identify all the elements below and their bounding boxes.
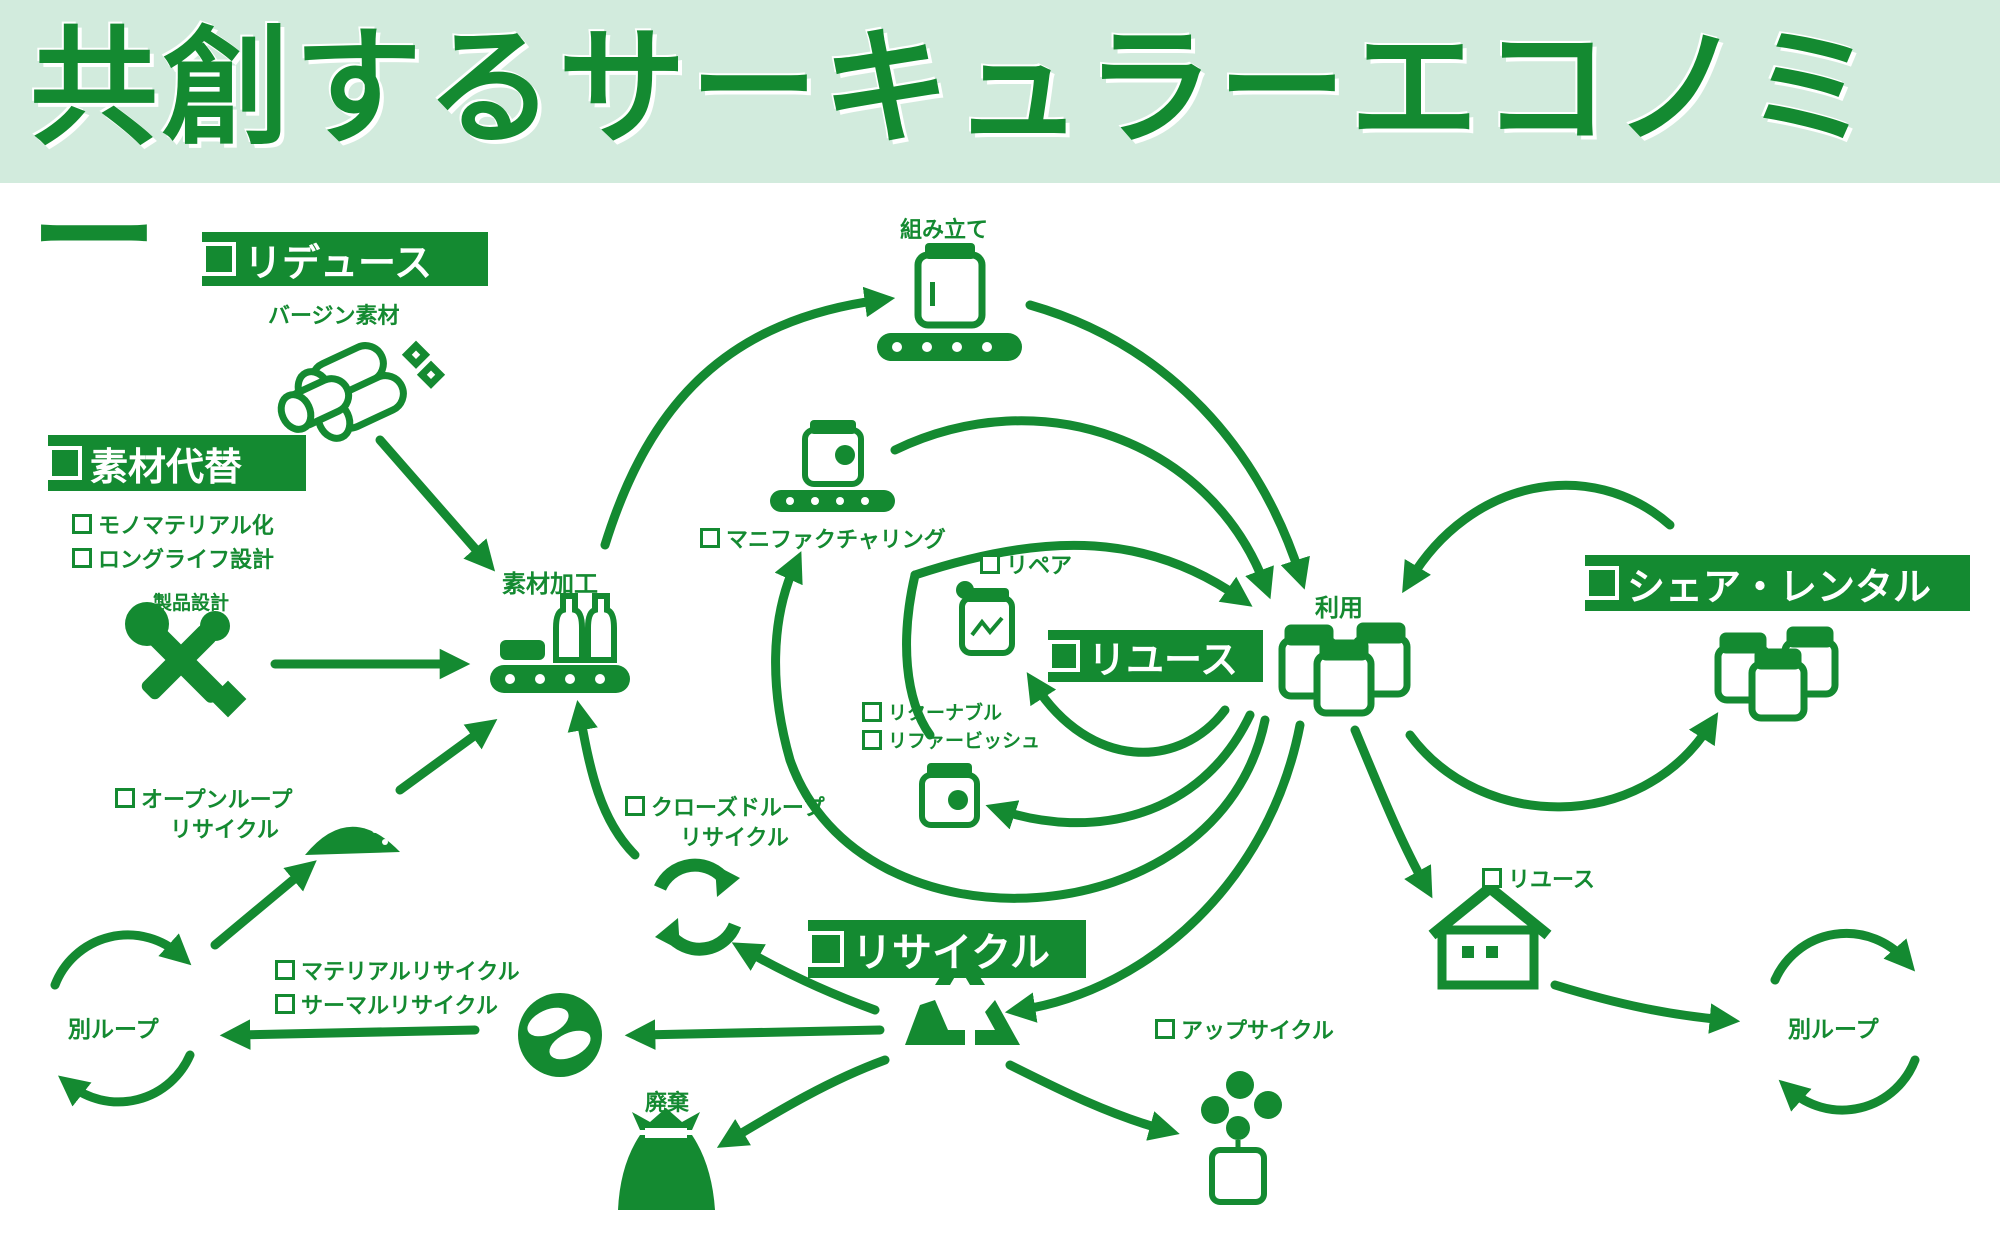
flower-vase-icon: [1201, 1071, 1282, 1205]
checkbox-icon: [1155, 1019, 1175, 1039]
label-other-loop-left: 別ループ: [68, 1017, 159, 1043]
arrow-recycle-to-material: [624, 1019, 885, 1050]
share-jars-icon: [1714, 626, 1839, 722]
title-banner: 共創するサーキュラーエコノミー: [0, 0, 2000, 313]
use-jars-icon: [1278, 622, 1411, 717]
arrow-powder-to-processing: [395, 718, 498, 795]
rolls-icon: [277, 340, 446, 442]
checkbox-icon: [700, 528, 720, 548]
arrow-use-to-share: [1405, 712, 1719, 812]
label-other-loop-right: 別ループ: [1788, 1017, 1879, 1043]
refurbish-jar-icon: [919, 763, 980, 828]
checkbox-icon: [48, 446, 82, 480]
checkbox-icon: [202, 242, 236, 276]
conveyor-bottles-icon: [490, 593, 630, 693]
arrow-recycle-to-upcycle: [1005, 1060, 1180, 1141]
arrow-use-to-remanufacture: [771, 551, 1270, 903]
tag-recycle: リサイクル: [808, 920, 1086, 978]
checkbox-icon: [1048, 640, 1080, 672]
arrow-remanufacture-to-use: [890, 416, 1274, 600]
tag-reduce: リデュース: [202, 232, 488, 286]
tag-share-rental: シェア・レンタル: [1585, 555, 1970, 611]
checkbox-icon: [1585, 566, 1619, 600]
label-mono-material: モノマテリアル化: [72, 508, 274, 540]
checkbox-icon: [862, 729, 882, 750]
label-material-recycle: マテリアルリサイクル: [275, 954, 520, 986]
label-long-life-design: ロングライフ設計: [72, 542, 274, 574]
arrow-virgin-to-processing: [375, 435, 496, 572]
arrow-recycle-to-disposal: [716, 1055, 890, 1148]
checkbox-icon: [275, 960, 295, 980]
powder-icon: [305, 826, 400, 855]
repair-jar-icon: [956, 581, 1015, 656]
recycle-rolls-icon: [518, 993, 602, 1077]
label-use: 利用: [1315, 594, 1363, 622]
label-repair: リペア: [980, 548, 1072, 580]
loop-right-upper: [1770, 928, 1916, 985]
label-open-loop-2: リサイクル: [170, 818, 279, 843]
remanufacture-jar-icon: [770, 420, 895, 512]
arrow-use-to-refurbish: [985, 710, 1255, 830]
label-open-loop-1: オープンループ: [115, 782, 292, 814]
page-title: 共創するサーキュラーエコノミー: [30, 14, 1879, 313]
arc-inner-left: [902, 570, 935, 740]
tag-material-substitution: 素材代替: [48, 435, 306, 491]
arrow-repair-to-use: [910, 540, 1253, 607]
label-product-design: 製品設計: [153, 592, 230, 614]
label-reuse-small: リユース: [1482, 862, 1595, 894]
checkbox-icon: [980, 554, 1000, 574]
label-returnable: リターナブル: [862, 698, 1002, 725]
arrow-loop-to-powder: [210, 860, 317, 950]
label-upcycle: アップサイクル: [1155, 1013, 1334, 1045]
checkbox-icon: [115, 788, 135, 808]
label-thermal-recycle: サーマルリサイクル: [275, 988, 498, 1020]
tag-reuse: リユース: [1048, 630, 1263, 682]
arrow-assembly-to-use: [1025, 300, 1310, 590]
arrow-processing-to-assembly: [600, 286, 896, 550]
arrow-use-to-house: [1350, 725, 1433, 899]
checkbox-icon: [625, 796, 645, 816]
arrow-house-to-loop: [1550, 980, 1741, 1034]
label-refurbish: リファービッシュ: [862, 726, 1040, 753]
label-disposal: 廃棄: [645, 1091, 690, 1116]
assembly-jar-icon: [877, 243, 1022, 361]
label-closed-loop-2: リサイクル: [680, 826, 789, 851]
label-assembly: 組み立て: [900, 218, 989, 243]
label-closed-loop-1: クローズドループ: [625, 790, 825, 822]
label-remanufacturing: マニファクチャリング: [700, 522, 946, 554]
label-material-processing: 素材加工: [502, 570, 598, 598]
loop-right-lower: [1778, 1055, 1920, 1115]
arrow-use-to-returnable: [1026, 672, 1230, 757]
checkbox-icon: [1482, 868, 1502, 888]
checkbox-icon: [72, 514, 92, 534]
checkbox-icon: [808, 931, 844, 967]
loop-left-lower: [58, 1050, 195, 1107]
checkbox-icon: [862, 701, 882, 722]
arrow-use-to-recycle: [1004, 720, 1305, 1023]
arrow-refresh-to-processing: [567, 699, 640, 860]
loop-left-upper: [50, 930, 192, 990]
checkbox-icon: [72, 548, 92, 568]
trash-bag-icon: [618, 1108, 715, 1210]
house-icon: [1428, 880, 1552, 990]
tools-icon: [125, 602, 247, 718]
checkbox-icon: [275, 994, 295, 1014]
label-virgin-material: バージン素材: [268, 304, 400, 329]
arrow-recycle-to-refresh: [731, 942, 880, 1015]
arrow-material-to-loop: [219, 1019, 480, 1050]
arrow-share-to-use: [1402, 480, 1675, 594]
